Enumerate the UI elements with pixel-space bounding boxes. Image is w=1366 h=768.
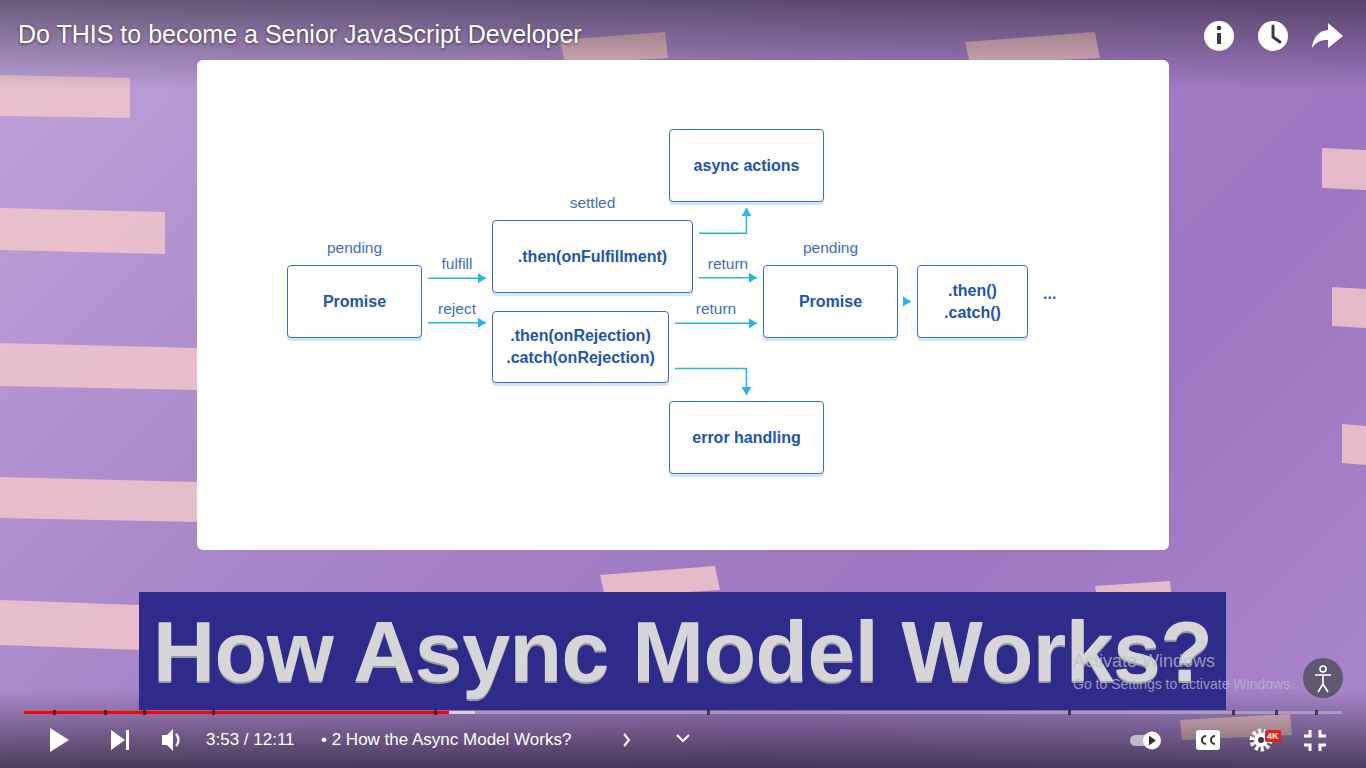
box-text: Promise bbox=[799, 291, 862, 313]
connector-line bbox=[904, 301, 911, 303]
chapter-title: • 2 How the Async Model Works? bbox=[321, 730, 571, 750]
arrowhead bbox=[478, 273, 486, 283]
edge-label: return bbox=[705, 255, 752, 273]
connector-line bbox=[675, 322, 757, 324]
arrowhead bbox=[742, 387, 752, 395]
ellipsis: ... bbox=[1043, 285, 1056, 303]
flow-arrow bbox=[428, 318, 486, 328]
chapter-chevron bbox=[624, 734, 629, 746]
flow-arrow bbox=[903, 297, 911, 307]
video-title: Do THIS to become a Senior JavaScript De… bbox=[18, 20, 582, 49]
captions-icon bbox=[1196, 730, 1220, 750]
arrowhead bbox=[903, 297, 911, 307]
edge-label: reject bbox=[435, 300, 479, 318]
connector-line bbox=[428, 277, 486, 279]
info-icon bbox=[1204, 21, 1234, 51]
process-box: pendingPromise bbox=[763, 265, 898, 338]
arrowhead bbox=[749, 318, 757, 328]
os-watermark: Go to Settings to activate Windows. bbox=[1073, 676, 1294, 692]
connector-line bbox=[675, 369, 747, 395]
state-label: pending bbox=[744, 239, 917, 257]
watch-later-icon bbox=[1258, 21, 1288, 51]
box-text: .then(onFulfillment) bbox=[518, 246, 667, 268]
process-box: settled.then(onFulfillment) bbox=[492, 220, 693, 293]
progress-bar bbox=[24, 710, 1342, 715]
edge-label: fulfill bbox=[438, 255, 475, 273]
play-icon bbox=[50, 728, 69, 752]
process-box: .then() .catch() bbox=[917, 265, 1028, 338]
connector-line bbox=[699, 277, 757, 279]
flow-arrow bbox=[699, 208, 752, 233]
flow-arrow bbox=[675, 318, 757, 328]
process-box: .then(onRejection) .catch(onRejection) bbox=[492, 311, 669, 383]
process-box: async actions bbox=[669, 129, 824, 202]
time-display: 3:53 / 12:11 bbox=[206, 730, 295, 750]
share-icon bbox=[1312, 23, 1343, 48]
quality-badge: 4K bbox=[1265, 730, 1281, 742]
process-box: pendingPromise bbox=[287, 265, 422, 338]
flow-arrow bbox=[699, 273, 757, 283]
accessibility-icon bbox=[1303, 658, 1343, 698]
caption-banner: How Async Model Works? bbox=[139, 592, 1226, 710]
pink-streaks bbox=[0, 32, 1366, 740]
flow-arrow bbox=[428, 273, 486, 283]
box-text: Promise bbox=[323, 291, 386, 313]
box-text: async actions bbox=[694, 155, 800, 177]
arrowhead bbox=[742, 208, 752, 216]
os-watermark: Activate Windows bbox=[1073, 651, 1215, 672]
caption-text: How Async Model Works? bbox=[153, 602, 1212, 701]
exit-fullscreen-icon bbox=[1304, 730, 1326, 751]
box-text: .then(onRejection) .catch(onRejection) bbox=[501, 325, 660, 369]
connector-line bbox=[428, 322, 486, 324]
state-label: pending bbox=[268, 239, 441, 257]
flow-arrow bbox=[675, 369, 752, 395]
next-icon bbox=[111, 730, 129, 750]
autoplay-toggle bbox=[1130, 732, 1161, 750]
edge-label: return bbox=[693, 300, 740, 318]
box-text: .then() .catch() bbox=[926, 280, 1019, 324]
arrowhead bbox=[749, 273, 757, 283]
arrowhead bbox=[478, 318, 486, 328]
connector-line bbox=[699, 208, 747, 233]
process-box: error handling bbox=[669, 401, 824, 474]
box-text: error handling bbox=[692, 427, 800, 449]
volume-icon bbox=[162, 729, 179, 751]
dropdown-chevron bbox=[677, 735, 689, 741]
